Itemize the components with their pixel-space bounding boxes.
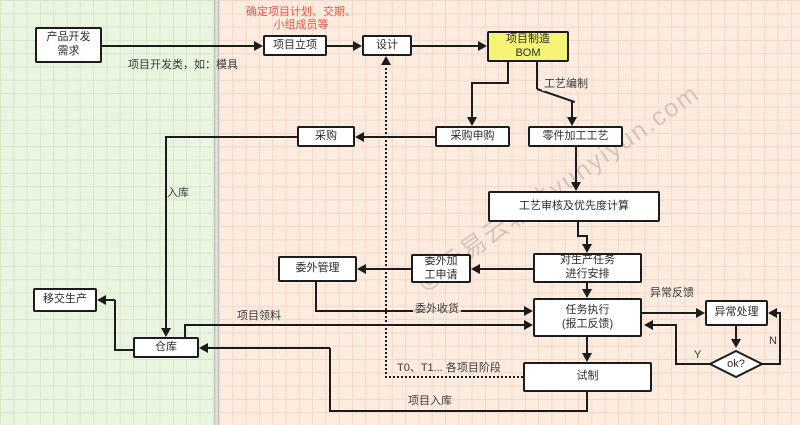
node-exception-handling: 异常处理 — [705, 300, 768, 326]
node-outsourcing-management: 委外管理 — [278, 256, 357, 282]
edge-outsourceapply-outsourcemgmt — [366, 268, 411, 270]
arrowhead — [524, 320, 533, 330]
edge-outsourcemgmt-taskexec — [315, 282, 317, 312]
pink-lane-background — [219, 0, 800, 425]
node-design: 设计 — [362, 35, 412, 56]
arrowhead — [357, 264, 366, 274]
edge-ok-yes-taskexec — [675, 324, 677, 365]
node-outsourcing-application: 委外加 工申请 — [411, 254, 471, 283]
edge-warehouse-transfer — [114, 300, 116, 351]
green-lane-background — [0, 0, 215, 425]
edge-taskarrange-outsourceapply — [480, 268, 533, 270]
edge-purchasing-warehouse — [165, 136, 167, 329]
edge-ok-yes-taskexec — [653, 324, 675, 326]
arrowhead — [467, 117, 477, 126]
edge-taskexec-exception — [642, 312, 697, 314]
arrowhead — [381, 56, 391, 65]
edge-ok-yes-taskexec — [675, 363, 711, 365]
arrowhead — [582, 244, 592, 253]
edge-purchasereq-purchasing — [364, 136, 435, 138]
edge-bom-purchasereq — [471, 84, 473, 118]
edge-design-bom — [412, 45, 479, 47]
arrowhead — [524, 306, 533, 316]
node-task-execution: 任务执行 (报工反馈) — [533, 298, 642, 337]
label-outsource-receiving: 委外收货 — [413, 303, 461, 317]
node-parts-processing: 零件加工工艺 — [528, 126, 623, 147]
arrowhead — [355, 132, 364, 142]
edge-bom-purchasereq — [507, 61, 509, 83]
edge-bom-partsprocess — [571, 101, 573, 118]
edge-warehouse-transfer — [115, 349, 133, 351]
node-purchasing: 采购 — [297, 126, 355, 147]
arrowhead — [478, 41, 487, 51]
arrowhead — [731, 339, 741, 348]
arrowhead — [768, 308, 777, 318]
label-stage-note: T0、T1... 各项目阶段 — [397, 362, 501, 374]
lane-divider — [214, 0, 219, 425]
arrowhead — [696, 308, 705, 318]
edge-trial-warehouse — [586, 392, 588, 412]
node-trial-production: 试制 — [523, 362, 652, 392]
node-purchase-requisition: 采购申购 — [435, 126, 510, 147]
edge-partsprocess-review — [575, 147, 577, 183]
node-transfer-to-production: 移交生产 — [33, 288, 97, 312]
arrowhead — [471, 264, 480, 274]
edge-productreq-projectinit — [102, 45, 255, 47]
edge-trial-design-feedback — [385, 376, 523, 378]
node-product-requirements: 产品开发 需求 — [35, 27, 102, 63]
arrowhead — [567, 117, 577, 126]
diamond-shape — [709, 350, 763, 378]
label-dev-type: 项目开发类，如：模具 — [128, 59, 238, 71]
edge-review-taskarrange — [577, 235, 588, 237]
arrowhead — [199, 343, 208, 353]
arrowhead — [353, 41, 362, 51]
label-project-inbound: 项目入库 — [408, 395, 452, 407]
label-inbound: 入库 — [167, 187, 189, 199]
edge-ok-no-exception — [761, 363, 781, 365]
edge-exception-ok — [735, 326, 737, 340]
arrowhead — [644, 320, 653, 330]
arrowhead — [161, 328, 171, 337]
edge-ok-no-exception — [779, 312, 781, 365]
label-yes: Y — [694, 349, 702, 361]
node-task-arrangement: 对生产任务 进行安排 — [533, 253, 642, 283]
edge-taskexec-trial — [586, 337, 588, 354]
node-process-review: 工艺审核及优先度计算 — [488, 191, 660, 222]
edge-purchasing-warehouse — [166, 136, 297, 138]
label-no: N — [769, 335, 777, 347]
node-project-initiation: 项目立项 — [263, 35, 327, 56]
node-manufacturing-bom: 项目制造 BOM — [487, 31, 569, 62]
arrowhead — [571, 182, 581, 191]
edge-review-taskarrange — [577, 222, 579, 237]
edge-trial-warehouse — [329, 348, 331, 412]
node-warehouse: 仓库 — [133, 337, 199, 358]
edge-projectinit-design — [327, 45, 354, 47]
arrowhead — [582, 289, 592, 298]
node-ok-decision: ok? — [709, 350, 763, 378]
edge-taskarrange-taskexec — [586, 283, 588, 291]
edge-trial-warehouse — [208, 347, 330, 349]
edge-warehouse-taskexec — [184, 324, 525, 326]
label-abnormal-feedback: 异常反馈 — [650, 287, 694, 299]
edge-ok-no-exception — [777, 312, 781, 314]
edge-bom-partsprocess — [536, 61, 538, 89]
edge-bom-purchasereq — [471, 82, 509, 84]
arrowhead — [254, 41, 263, 51]
annotation-plan-note: 确定项目计划、交期、 小组成员等 — [246, 6, 356, 32]
edge-review-taskarrange — [586, 235, 588, 245]
label-project-material: 项目领料 — [237, 310, 281, 322]
edge-trial-design-feedback — [385, 63, 387, 378]
edge-trial-warehouse — [330, 410, 588, 412]
edge-warehouse-transfer — [106, 299, 115, 301]
edge-warehouse-taskexec — [184, 325, 186, 338]
label-craft-preparation: 工艺编制 — [542, 78, 590, 92]
arrowhead — [97, 295, 106, 305]
arrowhead — [582, 353, 592, 362]
ok-decision-label: ok? — [727, 358, 745, 370]
